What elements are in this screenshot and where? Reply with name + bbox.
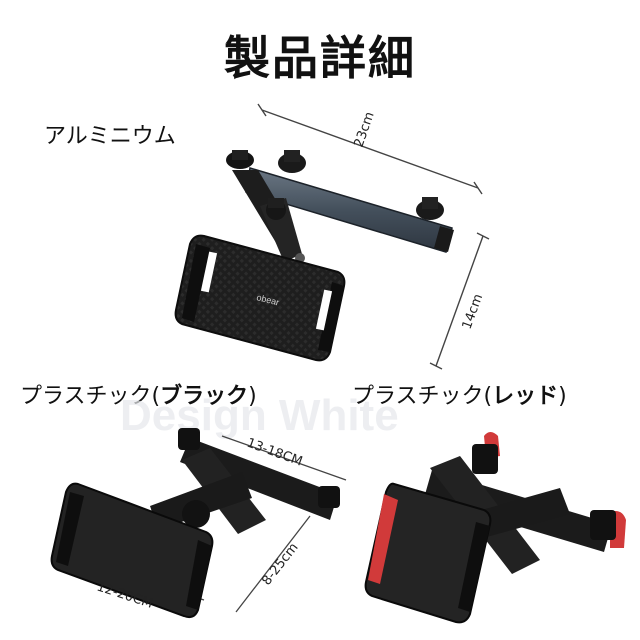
aluminium-holder: obear	[174, 103, 490, 370]
black-holder	[50, 428, 347, 619]
label-aluminium: アルミニウム	[44, 124, 176, 149]
label-plastic-black: プラスチック(ブラック)	[20, 384, 257, 409]
dim-line-width	[261, 109, 479, 189]
red-holder	[364, 432, 626, 624]
dim-extend-text: 8-25cm	[259, 540, 301, 588]
dim-height-text: 14cm	[460, 292, 487, 331]
watermark-text: Design White	[120, 391, 399, 440]
dim-width-text: 23cm	[352, 110, 378, 149]
dim-line-height	[435, 235, 484, 367]
page-title: 製品詳細	[224, 31, 416, 85]
label-plastic-red: プラスチック(レッド)	[352, 384, 567, 409]
